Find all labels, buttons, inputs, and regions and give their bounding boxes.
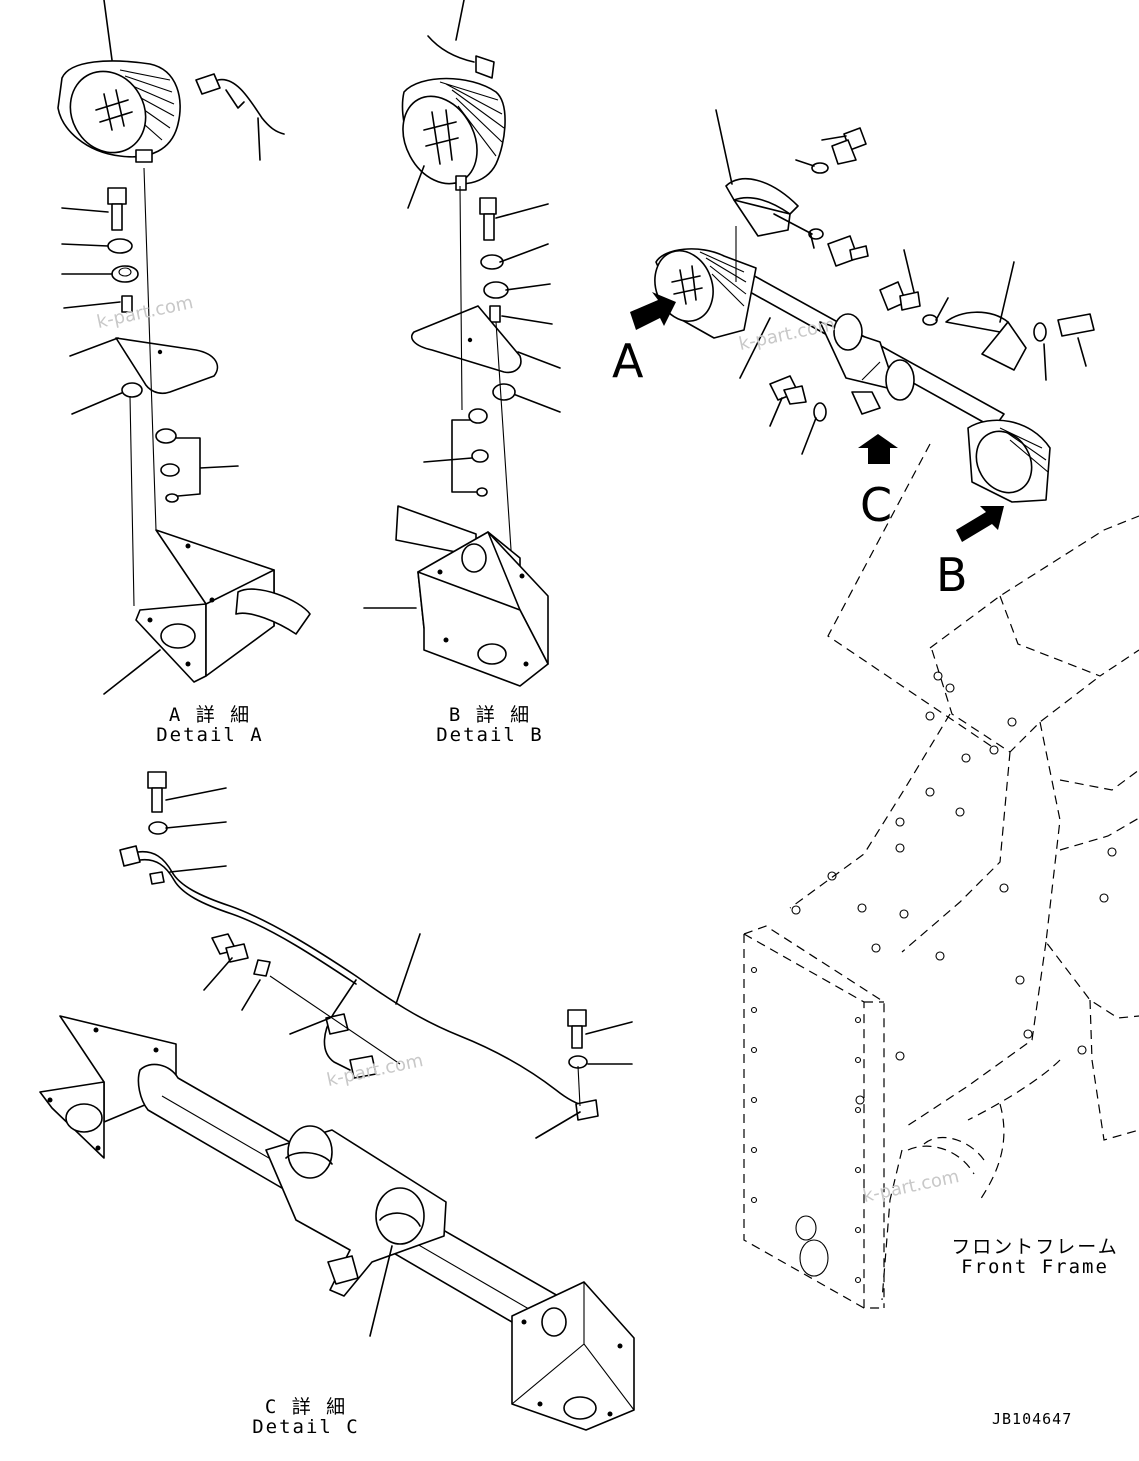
caption-front-frame-jp: フロントフレーム — [951, 1236, 1119, 1258]
bracket-b — [363, 505, 549, 687]
detail-a-assembly — [57, 0, 311, 695]
work-lamp-b — [401, 77, 506, 209]
hardware-stack-a — [61, 187, 139, 415]
arrow-c — [858, 434, 898, 464]
caption-detail-c-jp: C 詳 細 — [264, 1396, 348, 1418]
caption-detail-a-jp: A 詳 細 — [168, 704, 252, 726]
caption-front-frame-en: Front Frame — [961, 1256, 1109, 1278]
caption-detail-b-jp: B 詳 細 — [448, 704, 532, 726]
arrow-a — [630, 292, 676, 330]
bracket-a — [103, 529, 311, 695]
front-frame — [743, 515, 1139, 1309]
drawing-code: JB104647 — [992, 1410, 1073, 1428]
arrow-b — [956, 506, 1004, 542]
wire-a — [195, 73, 285, 161]
detail-b-assembly — [363, 0, 561, 687]
work-lamp-main-a — [654, 248, 757, 339]
mount-plate-b — [410, 305, 522, 374]
caption-detail-a-en: Detail A — [156, 724, 264, 746]
work-lamp-a — [57, 0, 181, 163]
callout-b: B — [936, 548, 968, 602]
callout-c: C — [860, 478, 893, 532]
mount-plate-a — [115, 337, 219, 395]
caption-detail-c-en: Detail C — [252, 1416, 360, 1438]
hardware-stack-b — [479, 197, 561, 413]
callout-a: A — [612, 334, 644, 388]
caption-detail-b-en: Detail B — [436, 724, 544, 746]
detail-c-assembly — [39, 771, 635, 1431]
main-assembly — [630, 109, 1095, 749]
work-lamp-main-b — [967, 419, 1051, 503]
wire-b — [427, 0, 495, 79]
